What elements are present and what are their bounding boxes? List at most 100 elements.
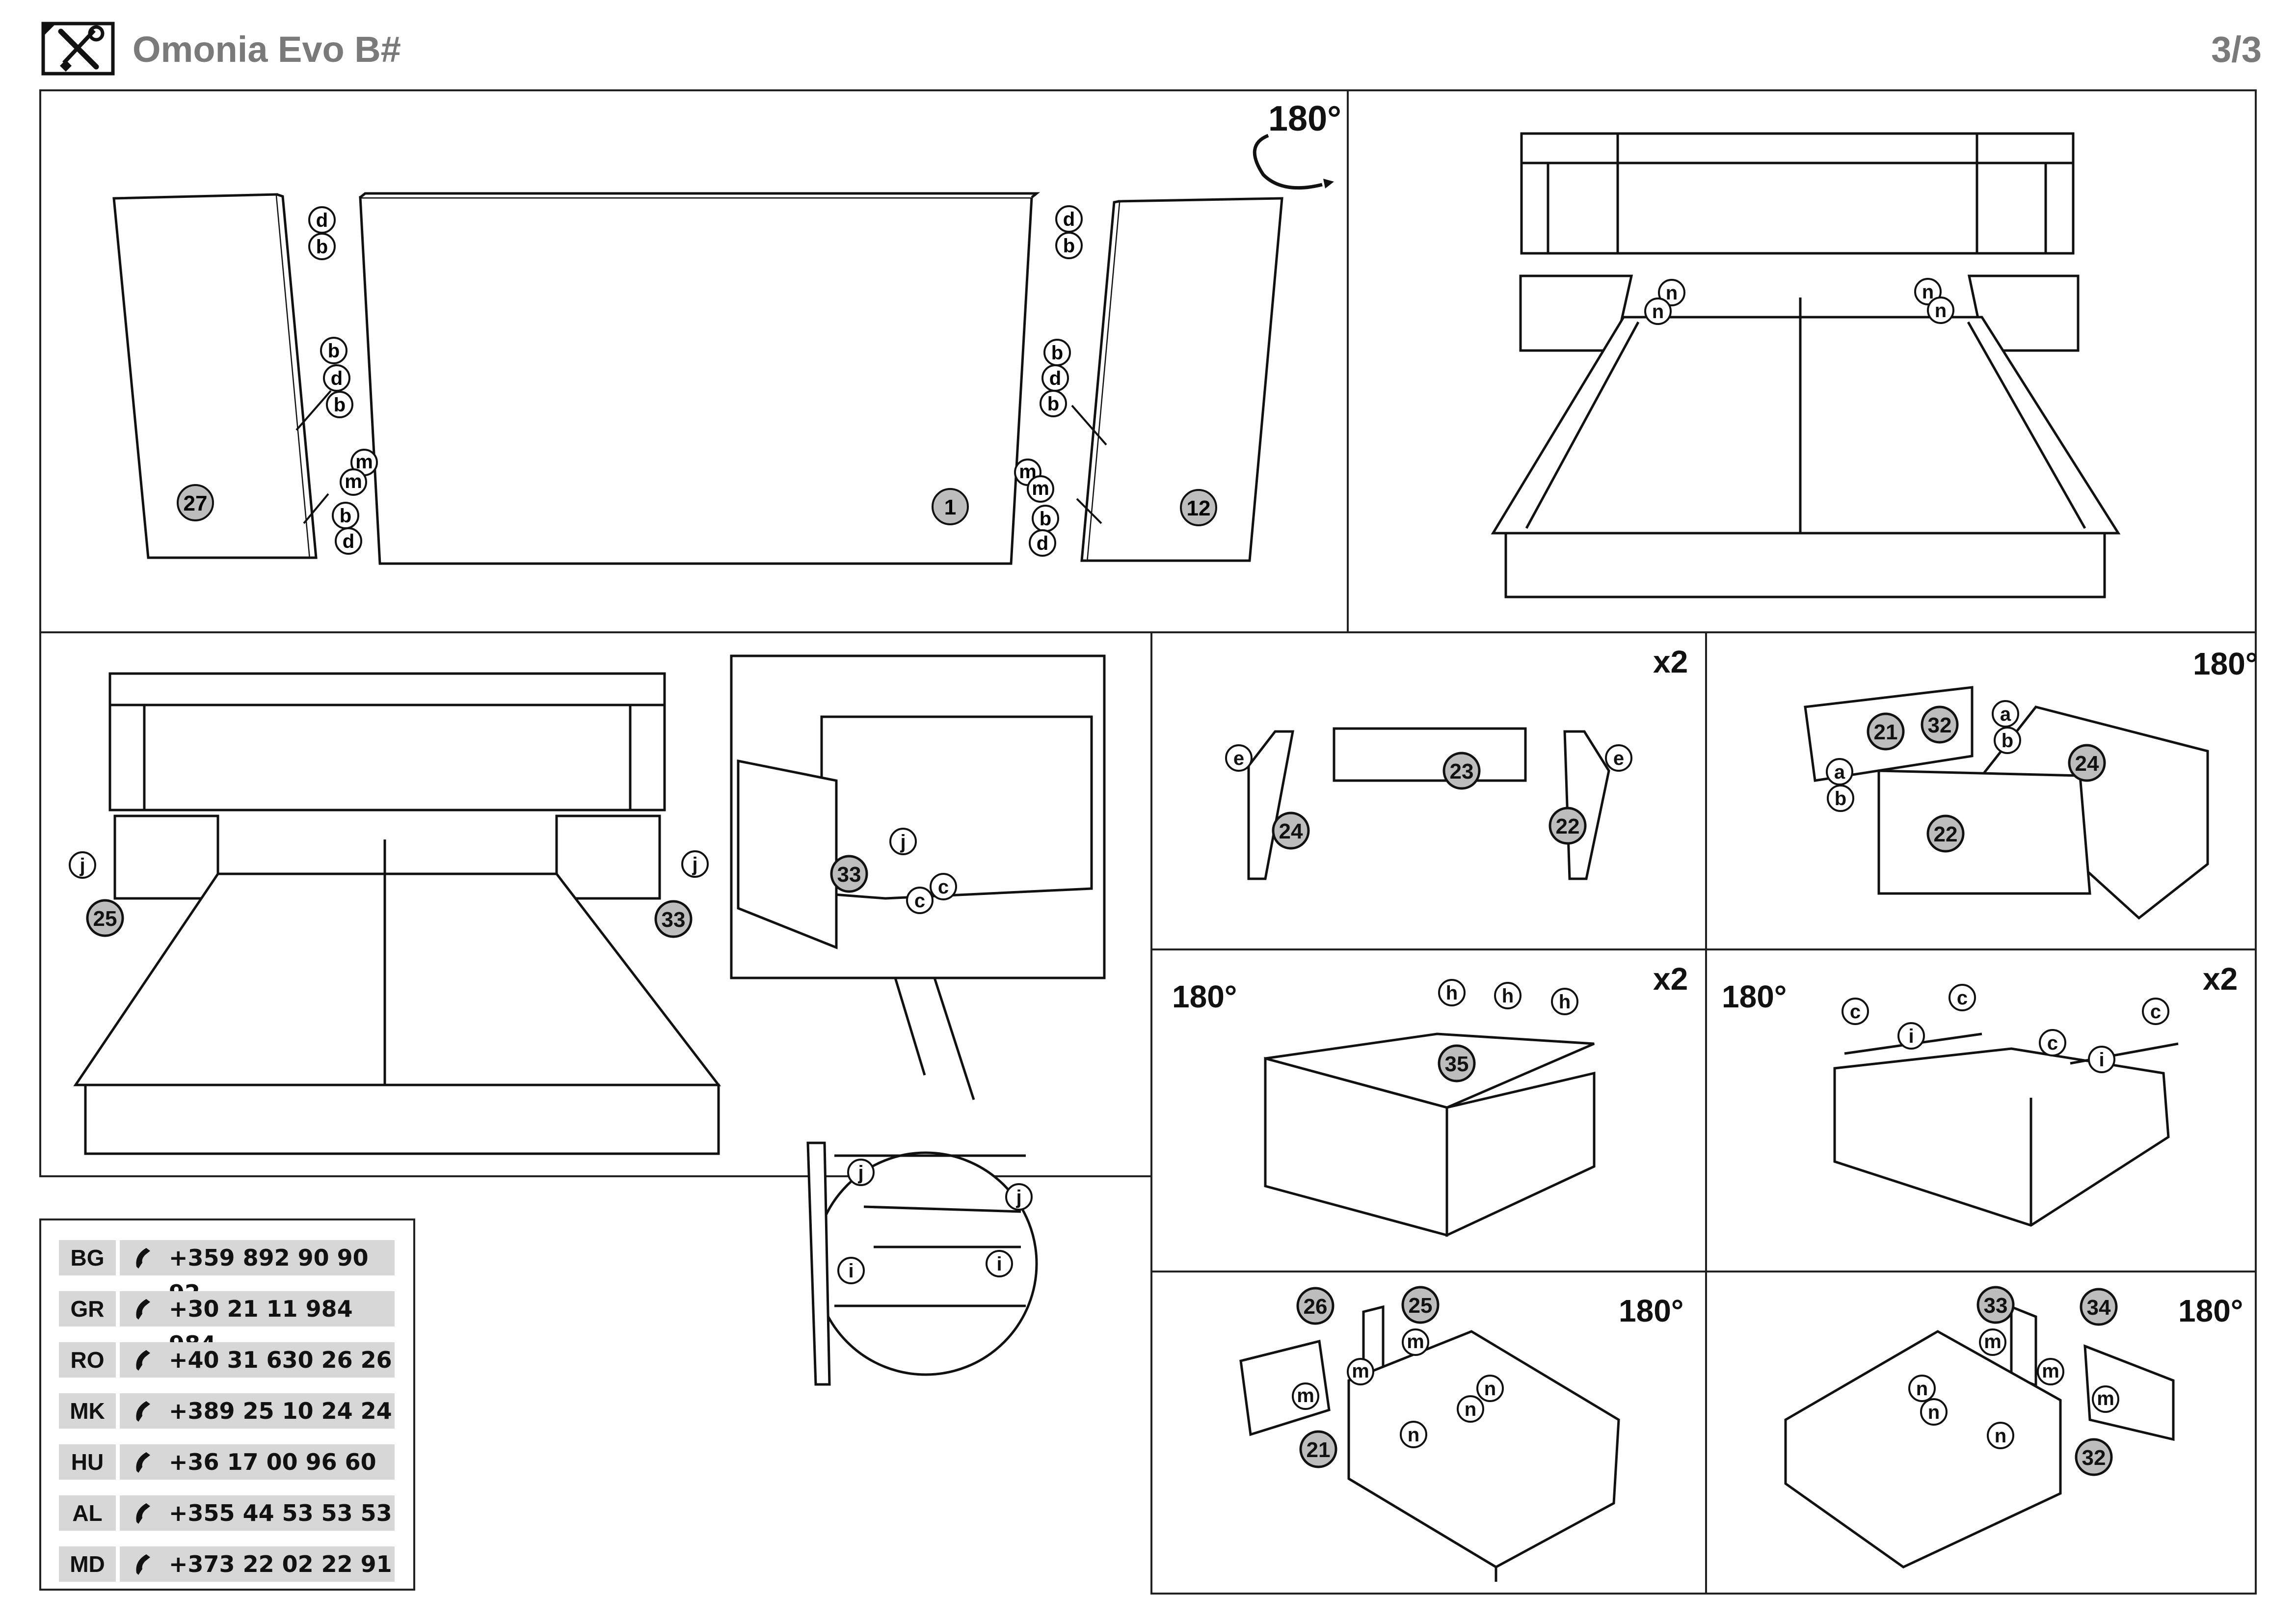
phone-number[interactable]: +389 25 10 24 24 — [169, 1398, 392, 1424]
hardware-label-b: b — [1827, 785, 1854, 812]
svg-text:m: m — [1407, 1331, 1424, 1353]
svg-text:i: i — [2099, 1049, 2104, 1071]
hardware-label-d: d — [335, 527, 362, 555]
svg-text:j: j — [900, 831, 906, 853]
part-badges-6: 35 — [1438, 1044, 1476, 1083]
hardware-label-b: b — [1032, 505, 1059, 532]
svg-text:e: e — [1233, 748, 1244, 769]
part-badges-8: 26 25 21 — [1296, 1286, 1440, 1468]
country-code: MK — [59, 1393, 116, 1429]
svg-text:21: 21 — [1307, 1438, 1331, 1462]
rotate-label-7: 180° — [1722, 979, 1787, 1014]
svg-text:h: h — [1502, 985, 1514, 1007]
hardware-label-j: j — [889, 828, 917, 855]
phone-icon — [136, 1350, 150, 1371]
svg-text:d: d — [331, 368, 343, 389]
svg-text:35: 35 — [1445, 1052, 1469, 1076]
svg-text:c: c — [938, 876, 949, 898]
rotate-label-6: 180° — [1172, 979, 1237, 1014]
step-panel-9: 180° m m m n n n 33 34 32 — [1705, 1271, 2257, 1595]
hardware-label-m: m — [1402, 1328, 1429, 1356]
phone-number[interactable]: +355 44 53 53 53 — [169, 1500, 392, 1526]
panel-27 — [112, 193, 318, 559]
svg-text:25: 25 — [93, 907, 117, 931]
part-badge-26: 26 — [1296, 1287, 1335, 1325]
svg-text:b: b — [334, 394, 346, 416]
hardware-label-m: m — [1979, 1328, 2006, 1356]
svg-text:d: d — [1037, 533, 1048, 554]
hardware-label-n: n — [1914, 278, 1942, 305]
phone-field: +373 22 02 22 91 — [120, 1546, 395, 1582]
part-badge-33: 33 — [654, 900, 693, 938]
step-panel-7: 180° x2 c c i c i c — [1705, 948, 2257, 1272]
part-badge-21: 21 — [1867, 712, 1905, 751]
hardware-label-b: b — [1055, 232, 1083, 259]
svg-text:j: j — [692, 854, 697, 875]
svg-text:d: d — [316, 210, 328, 231]
hardware-label-c: c — [1842, 998, 1869, 1025]
step-panel-1: 180° 27 1 12 — [39, 89, 1349, 633]
phone-number[interactable]: +36 17 00 96 60 — [169, 1449, 376, 1475]
phone-field: +389 25 10 24 24 — [120, 1393, 395, 1429]
hardware-label-d: d — [1041, 364, 1069, 392]
hardware-label-n: n — [1658, 279, 1685, 306]
panel-1 — [359, 192, 1041, 565]
hardware-label-m: m — [2092, 1385, 2119, 1413]
svg-text:32: 32 — [2082, 1446, 2106, 1470]
phone-icon — [136, 1452, 150, 1473]
hardware-labels-8: m m m n n n — [1292, 1328, 1504, 1448]
phone-icon — [136, 1503, 150, 1524]
multiplier-x2: x2 — [2203, 961, 2238, 997]
multiplier-x2: x2 — [1653, 961, 1688, 997]
part-badge-22: 22 — [1548, 807, 1587, 845]
svg-text:b: b — [2002, 730, 2013, 752]
hardware-label-b: b — [320, 337, 347, 364]
country-code: MD — [59, 1546, 116, 1582]
part-badge-24: 24 — [1272, 812, 1310, 850]
hardware-label-n: n — [1927, 297, 1954, 324]
hardware-label-i: i — [986, 1250, 1013, 1277]
phone-icon — [136, 1401, 150, 1422]
svg-text:n: n — [1652, 301, 1664, 323]
step-7-illustration: 180° x2 c c i c i c — [1722, 961, 2238, 1227]
svg-text:22: 22 — [1556, 814, 1580, 839]
hardware-label-n: n — [1987, 1422, 2014, 1449]
svg-text:h: h — [1446, 982, 1458, 1004]
svg-text:a: a — [1834, 761, 1845, 783]
magnifier-circle — [894, 977, 975, 1233]
hardware-label-c: c — [2142, 998, 2169, 1025]
svg-text:d: d — [1063, 209, 1075, 230]
svg-text:21: 21 — [1874, 720, 1898, 744]
part-badges-4: 24 23 22 — [1272, 752, 1587, 850]
phone-icon — [136, 1554, 150, 1575]
bed-frame — [1491, 298, 2121, 598]
svg-text:m: m — [1352, 1360, 1369, 1382]
hardware-label-d: d — [1055, 205, 1083, 233]
headboard — [1520, 132, 2075, 255]
part-badge-32: 32 — [2075, 1438, 2113, 1476]
svg-text:b: b — [1063, 235, 1075, 257]
svg-text:m: m — [2097, 1388, 2114, 1409]
page-number: 3/3 — [2211, 29, 2262, 70]
part-badge-22: 22 — [1926, 814, 1965, 853]
country-code: BG — [59, 1240, 116, 1275]
hardware-label-b: b — [308, 233, 336, 260]
svg-text:34: 34 — [2087, 1296, 2111, 1320]
phone-number[interactable]: +373 22 02 22 91 — [169, 1551, 392, 1577]
hardware-label-m: m — [350, 449, 378, 476]
hardware-label-n: n — [1908, 1375, 1936, 1402]
rotate-label-5: 180° — [2193, 646, 2258, 681]
svg-text:32: 32 — [1928, 713, 1952, 737]
hardware-label-a: a — [1992, 700, 2019, 728]
hardware-label-m: m — [1347, 1358, 1374, 1385]
svg-text:n: n — [1928, 1402, 1940, 1423]
phone-field: +359 892 90 90 92 — [120, 1240, 395, 1306]
svg-text:n: n — [1666, 282, 1678, 304]
svg-text:27: 27 — [184, 491, 208, 515]
phone-number[interactable]: +40 31 630 26 26 — [169, 1347, 392, 1373]
hardware-labels-left: d b b d b m m b d — [308, 206, 378, 555]
svg-text:n: n — [1995, 1425, 2006, 1447]
hardware-label-c: c — [930, 873, 957, 900]
svg-text:33: 33 — [837, 863, 861, 887]
step-panel-2: n n n n — [1347, 89, 2257, 633]
